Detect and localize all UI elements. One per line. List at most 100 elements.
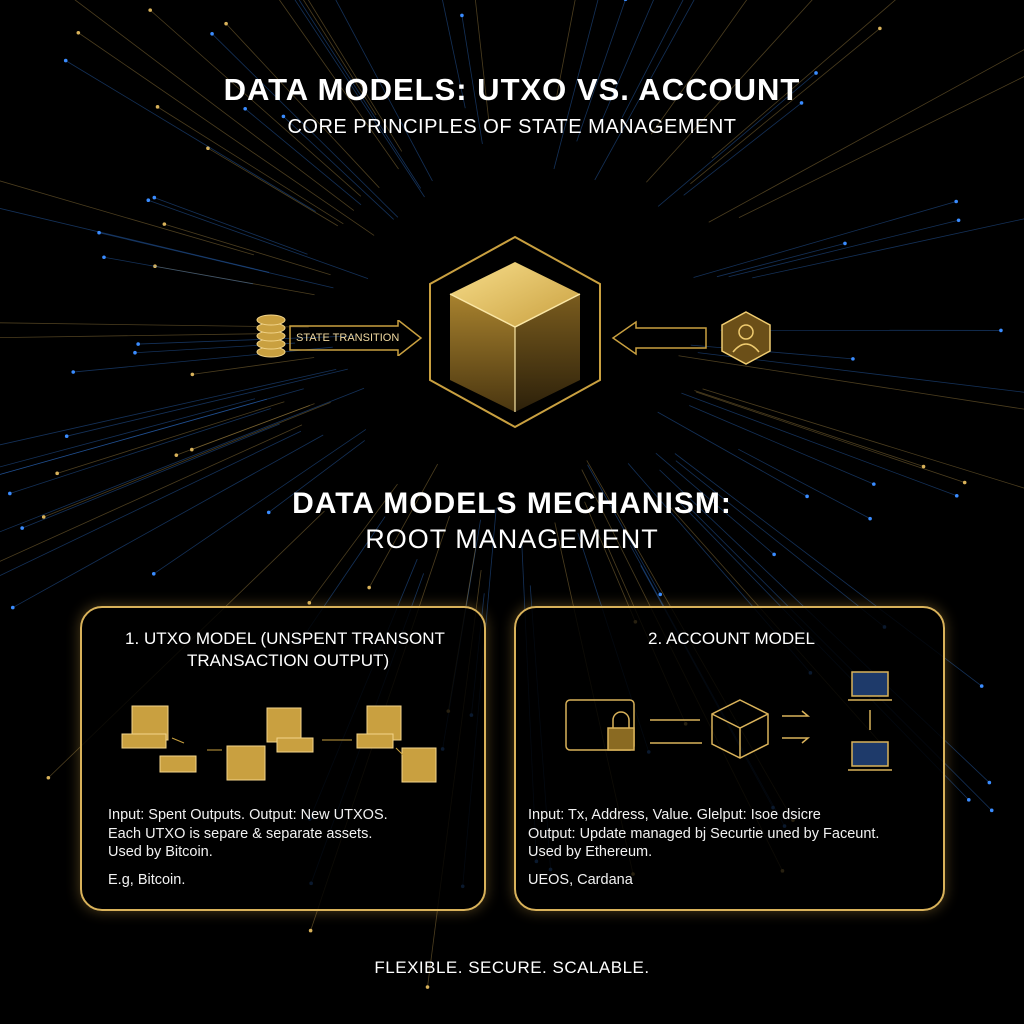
light-dot xyxy=(151,571,156,576)
light-ray xyxy=(0,398,267,475)
light-dot xyxy=(97,230,101,235)
utxo-title-line1: 1. UTXO MODEL (UNSPENT TRANSONT xyxy=(125,629,445,648)
account-flow-diagram xyxy=(565,671,892,771)
light-dot xyxy=(367,585,371,590)
light-dot xyxy=(64,434,69,438)
light-ray xyxy=(0,387,365,533)
light-dot xyxy=(243,106,247,111)
light-ray xyxy=(211,33,399,218)
state-transition-label: STATE TRANSITION xyxy=(296,332,400,344)
light-ray xyxy=(65,60,316,212)
light-dot xyxy=(987,780,992,785)
light-ray xyxy=(0,208,270,273)
light-dot xyxy=(136,342,140,346)
light-ray xyxy=(0,430,302,577)
light-dot xyxy=(8,491,12,496)
light-dot xyxy=(210,31,214,36)
light-ray xyxy=(283,116,394,220)
light-ray xyxy=(555,0,576,102)
light-ray xyxy=(0,322,309,328)
light-ray xyxy=(690,344,853,360)
light-ray xyxy=(66,368,348,437)
light-ray xyxy=(303,0,377,116)
light-dot xyxy=(190,372,195,377)
light-ray xyxy=(43,402,331,518)
right-arrow-icon xyxy=(289,320,423,356)
light-dot xyxy=(162,222,167,226)
left-arrow-icon xyxy=(611,320,707,356)
light-ray xyxy=(655,452,775,555)
light-dot xyxy=(425,985,430,989)
light-ray xyxy=(678,355,1024,410)
light-ray xyxy=(308,483,398,604)
light-ray xyxy=(711,0,896,159)
light-ray xyxy=(157,106,344,225)
light-dot xyxy=(868,516,872,521)
light-ray xyxy=(752,218,1024,279)
account-description: Input: Tx, Address, Value. Glelput: Isoe… xyxy=(528,806,879,889)
lock-icon xyxy=(607,727,635,751)
account-example: UEOS, Cardana xyxy=(528,871,633,888)
light-ray xyxy=(599,0,654,125)
light-dot xyxy=(20,526,24,530)
light-dot xyxy=(102,255,106,260)
monitor-globe-icon xyxy=(851,741,889,767)
cube-icon xyxy=(429,235,601,429)
light-dot xyxy=(460,13,464,18)
subtitle: CORE PRINCIPLES OF STATE MANAGEMENT xyxy=(287,116,737,138)
light-ray xyxy=(279,0,399,170)
light-ray xyxy=(294,0,425,198)
light-dot xyxy=(153,264,157,269)
light-ray xyxy=(268,440,365,513)
light-ray xyxy=(0,180,255,256)
light-ray xyxy=(154,265,315,296)
light-dot xyxy=(814,71,818,75)
light-dot xyxy=(76,30,81,35)
utxo-line: Each UTXO is separe & separate assets. xyxy=(108,825,373,842)
light-dot xyxy=(55,471,59,476)
light-ray xyxy=(9,408,271,494)
utxo-line: Used by Bitcoin. xyxy=(108,844,213,860)
light-ray xyxy=(0,388,304,475)
light-ray xyxy=(461,15,483,145)
utxo-example: E.g, Bitcoin. xyxy=(108,871,186,888)
light-ray xyxy=(689,405,874,485)
light-ray xyxy=(576,0,626,142)
light-ray xyxy=(683,102,802,196)
light-ray xyxy=(74,0,355,211)
light-dot xyxy=(772,552,776,557)
light-dot xyxy=(843,241,847,246)
light-dot xyxy=(133,350,137,355)
light-ray xyxy=(298,0,422,189)
light-ray xyxy=(103,256,253,285)
light-dot xyxy=(174,453,179,457)
light-dot xyxy=(307,601,312,605)
light-dot xyxy=(962,480,967,485)
light-dot xyxy=(190,447,194,452)
light-ray xyxy=(207,147,339,227)
light-dot xyxy=(954,493,959,498)
light-dot xyxy=(308,928,313,933)
light-dot xyxy=(71,370,76,374)
light-ray xyxy=(0,369,337,446)
coin-stack-icon xyxy=(256,314,286,358)
light-ray xyxy=(657,72,817,207)
light-dot xyxy=(281,114,286,119)
light-dot xyxy=(989,808,994,813)
light-dot xyxy=(658,592,663,597)
account-line: Used by Ethereum. xyxy=(528,844,653,860)
light-ray xyxy=(646,0,813,183)
light-dot xyxy=(206,146,210,151)
light-ray xyxy=(693,201,957,278)
light-ray xyxy=(657,411,808,497)
light-ray xyxy=(728,219,959,278)
light-ray xyxy=(12,434,324,608)
light-dot xyxy=(999,328,1003,333)
light-ray xyxy=(584,501,636,622)
account-line: Output: Update managed bj Securtie uned … xyxy=(528,825,880,842)
light-dot xyxy=(10,605,15,610)
account-model-panel: 2. ACCOUNT MODEL Input: Tx, Address, Val… xyxy=(514,606,945,911)
light-ray xyxy=(738,448,871,519)
light-dot xyxy=(148,8,152,12)
footer-tagline: FLEXIBLE. SECURE. SCALABLE. xyxy=(374,958,650,977)
